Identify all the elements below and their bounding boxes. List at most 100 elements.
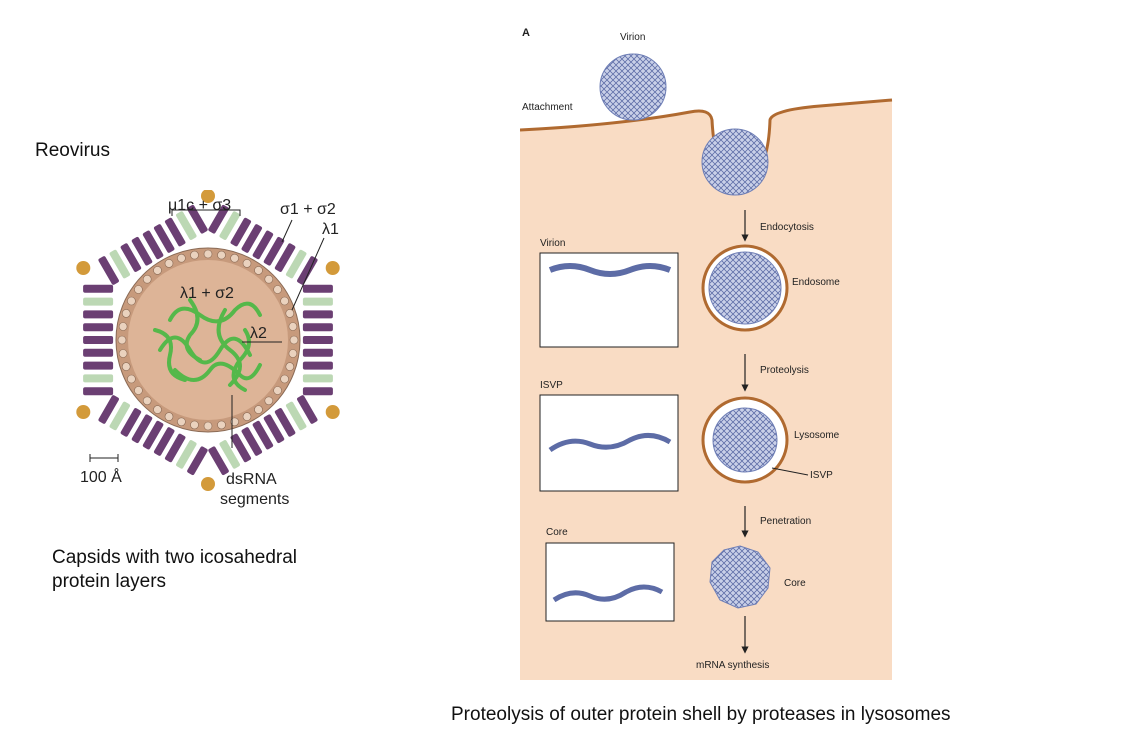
- capsid-spike: [302, 374, 333, 383]
- inner-capsid-bead: [164, 259, 174, 268]
- inner-capsid-bead: [285, 362, 295, 371]
- label-proteolysis: Proteolysis: [760, 365, 809, 376]
- inner-capsid-bead: [273, 285, 282, 294]
- capsid-spike: [252, 230, 274, 260]
- vertex-turret: [201, 477, 215, 491]
- capsid-spike: [83, 323, 114, 332]
- label-lambda1-sigma2: λ1 + σ2: [180, 285, 234, 302]
- capsid-spike: [120, 243, 142, 272]
- core-particle: [709, 545, 771, 609]
- inner-capsid-bead: [254, 405, 263, 414]
- capsid-spike: [252, 420, 274, 450]
- inner-capsid-bead: [177, 417, 186, 427]
- inner-capsid-bead: [153, 266, 162, 275]
- label-penetration: Penetration: [760, 516, 811, 527]
- vertex-turret: [201, 190, 215, 203]
- capsid-spike: [142, 420, 164, 450]
- inner-capsid-bead: [142, 274, 152, 284]
- vertex-turret: [76, 261, 91, 275]
- capsid-spike: [302, 310, 333, 319]
- inner-capsid-bead: [264, 274, 274, 284]
- capsid-spike: [219, 440, 240, 469]
- label-dsrna-line2: segments: [220, 491, 289, 508]
- inner-capsid-bead: [242, 259, 252, 268]
- inner-capsid-bead: [273, 386, 282, 395]
- reovirus-title: Reovirus: [35, 140, 110, 161]
- inner-capsid-bead: [217, 250, 226, 260]
- inner-capsid-bead: [164, 412, 174, 421]
- vertex-turret: [325, 405, 340, 419]
- label-isvp-box: ISVP: [540, 380, 563, 391]
- label-sigma1-sigma2: σ1 + σ2: [280, 201, 336, 218]
- capsid-spike: [83, 387, 114, 396]
- inner-capsid-bead: [288, 349, 298, 358]
- dsrna-segments: [153, 298, 262, 392]
- capsid-spike: [83, 374, 114, 383]
- inner-capsid-bead: [190, 420, 199, 430]
- capsid-spike: [297, 395, 318, 424]
- capsid-spike: [176, 211, 197, 240]
- label-mrna: mRNA synthesis: [696, 660, 769, 671]
- label-core-box: Core: [546, 527, 568, 538]
- label-endosome: Endosome: [792, 277, 840, 288]
- capsid-spike: [142, 230, 164, 260]
- label-core-particle: Core: [784, 578, 806, 589]
- virion-cross-section: [548, 263, 672, 277]
- inner-capsid-bead: [190, 250, 199, 260]
- right-caption: Proteolysis of outer protein shell by pr…: [451, 704, 951, 725]
- inner-capsid-bead: [127, 374, 136, 384]
- capsid-spike: [274, 243, 296, 272]
- capsid-spike: [109, 401, 131, 431]
- capsid-spike: [83, 310, 114, 319]
- label-endocytosis: Endocytosis: [760, 222, 814, 233]
- isvp-leader-line: [771, 467, 809, 476]
- capsid-spike: [219, 211, 240, 240]
- capsid-spike: [302, 297, 333, 306]
- leader-lines: [89, 209, 325, 462]
- capsid-spike: [302, 348, 333, 357]
- capsid-spike: [285, 401, 307, 431]
- reovirus-structure-diagram: μ1c + σ3 σ1 + σ2 λ1 λ1 + σ2 λ2 100 Å dsR…: [76, 190, 340, 508]
- capsid-spike: [98, 256, 119, 285]
- capsid-spike: [230, 433, 252, 463]
- virion-endocytosing: [701, 128, 769, 196]
- capsid-spike: [98, 395, 119, 424]
- inner-capsid-bead: [289, 335, 299, 345]
- capsid-spike: [302, 336, 333, 344]
- capsid-spike: [208, 446, 229, 475]
- capsid-spike: [83, 284, 114, 293]
- label-mu1c-sigma3: μ1c + σ3: [168, 197, 231, 214]
- inner-capsid-bead: [127, 296, 136, 306]
- inner-capsid-bead: [230, 253, 239, 263]
- inner-capsid-bead: [217, 420, 226, 430]
- capsid-spike: [153, 427, 175, 456]
- capsid-spike: [176, 440, 197, 469]
- capsid-spike: [164, 217, 186, 247]
- inner-capsid-bead: [117, 335, 127, 345]
- inner-capsid-bead: [254, 266, 263, 275]
- inner-capsid-bead: [242, 412, 252, 421]
- inner-capsid-bead: [280, 374, 289, 384]
- capsid-spike: [131, 237, 153, 266]
- inner-capsid-bead: [280, 296, 289, 306]
- capsid-spike: [120, 408, 142, 437]
- inner-capsid-bead: [264, 396, 274, 406]
- capsid-spike: [274, 408, 296, 437]
- core-cross-section-box: [545, 542, 675, 622]
- capsid-spike: [263, 237, 285, 266]
- capsid-spike: [131, 414, 153, 443]
- inner-capsid-bead: [121, 362, 131, 371]
- capsid-spike: [230, 217, 252, 247]
- capsid-spike: [83, 336, 114, 344]
- inner-capsid-bead: [230, 417, 239, 427]
- left-caption: Capsids with two icosahedral protein lay…: [52, 546, 372, 594]
- isvp-cross-section: [548, 433, 672, 453]
- left-caption-line1: Capsids with two icosahedral: [52, 547, 298, 568]
- inner-capsid-bead: [134, 285, 143, 294]
- inner-capsid-bead: [121, 309, 131, 318]
- inner-capsid-bead: [142, 396, 152, 406]
- reovirus-entry-pathway-diagram: A Virion Attachment Endocytosis Endosome…: [520, 27, 893, 680]
- inner-capsid-bead: [118, 349, 128, 358]
- label-isvp-particle: ISVP: [810, 470, 833, 481]
- capsid-spike: [241, 224, 263, 253]
